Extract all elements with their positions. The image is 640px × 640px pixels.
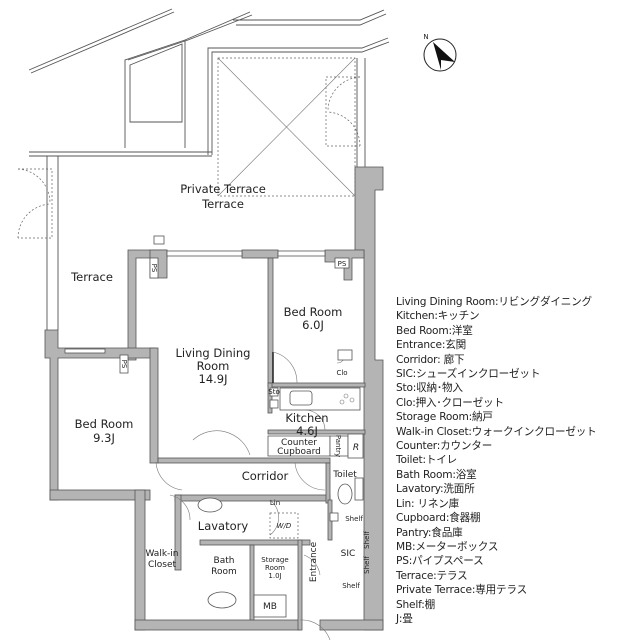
legend-item: Shelf:棚 [396, 598, 436, 611]
fixtures [119, 235, 364, 618]
legend-item: Cupboard:食器棚 [396, 512, 481, 525]
legend-item: Bed Room:洋室 [396, 324, 473, 337]
private-terrace-area [217, 57, 356, 197]
site-boundary-lines [28, 8, 390, 330]
legend-item: Pantry:食品庫 [396, 526, 463, 539]
label-sto: Sto [268, 388, 279, 396]
mb-box [253, 594, 287, 618]
kitchen-size: 4.6J [296, 424, 318, 438]
label-kitchen: Kitchen [285, 411, 328, 425]
walls [44, 166, 384, 631]
toilet-bowl [337, 483, 353, 505]
label-lavatory: Lavatory [198, 519, 249, 533]
legend-item: Toilet:トイレ [396, 454, 458, 467]
label-storage-room: Storage [261, 556, 288, 564]
label-terrace-main: Terrace [201, 197, 244, 211]
legend-item: Entrance:玄関 [396, 339, 467, 352]
label-clo: Clo [336, 369, 347, 377]
label-shelf-1: Shelf [345, 515, 363, 523]
legend-item: Corridor: 廊下 [396, 353, 465, 366]
label-ps-2: PS [150, 264, 158, 273]
legend-item: Kitchen:キッチン [396, 310, 480, 323]
label-pantry: Pantry [334, 435, 342, 457]
label-bed-room-1: Bed Room [284, 305, 343, 319]
label-ps-3: PS [120, 360, 128, 369]
washer-space [269, 512, 299, 539]
label-shelf-3: Shelf [363, 556, 371, 574]
bed-room-1-size: 6.0J [302, 318, 324, 332]
label-bath-room: Bath [214, 556, 235, 566]
label-terrace-left: Terrace [70, 270, 113, 284]
label-sic: SIC [341, 549, 356, 559]
storage-size: 1.0J [268, 572, 281, 580]
label-shelf-4: Shelf [342, 582, 360, 590]
label-living-dining: Living Dining [176, 346, 251, 360]
legend-item: SIC:シューズインクローゼット [396, 368, 541, 381]
legend-item: Sto:収納･物入 [396, 382, 463, 395]
label-wd: W/D [277, 522, 292, 530]
sink [289, 390, 313, 406]
label-cupboard: Cupboard [277, 447, 321, 457]
terrace-gate-left [17, 168, 53, 239]
terrace-gate-right [325, 76, 361, 147]
legend-item: Living Dining Room:リビングダイニング [396, 296, 592, 308]
label-ps-1: PS [338, 260, 347, 268]
label-counter: Counter [281, 438, 317, 448]
bathtub [207, 591, 237, 609]
living-size: 14.9J [199, 372, 228, 386]
legend-item: PS:パイプスペース [396, 555, 484, 568]
bed-room-2-size: 9.3J [93, 431, 115, 445]
legend-item: J:畳 [396, 612, 413, 625]
label-bed-room-2: Bed Room [75, 417, 134, 431]
label-lin: Lin [270, 499, 280, 507]
label-corridor: Corridor [242, 469, 289, 483]
label-entrance: Entrance [309, 541, 319, 582]
legend-item: MB:メーターボックス [396, 540, 499, 553]
legend-item: Counter:カウンター [396, 440, 493, 453]
label-walk-in-closet: Walk-in [145, 549, 178, 559]
svg-text:Room: Room [265, 564, 285, 572]
label-fridge: R [353, 443, 359, 453]
label-toilet: Toilet [332, 470, 357, 480]
legend-item: Terrace:テラス [396, 569, 468, 582]
label-mb: MB [263, 602, 277, 612]
legend-item: Lin: リネン庫 [396, 497, 460, 510]
legend-item: Bath Room:浴室 [396, 468, 477, 481]
wash-basin [197, 497, 223, 513]
compass-icon: N [423, 33, 457, 72]
windows [64, 250, 326, 354]
legend-item: Storage Room:納戸 [396, 411, 493, 424]
legend-item: Lavatory:洗面所 [396, 483, 475, 496]
label-shelf-2: Shelf [363, 531, 371, 549]
svg-text:Room: Room [197, 359, 230, 373]
fridge [347, 433, 364, 459]
legend-item: Private Terrace:専用テラス [396, 584, 527, 597]
svg-text:Closet: Closet [148, 560, 177, 570]
legend-item: Walk-in Closet:ウォークインクローゼット [396, 425, 597, 438]
room-labels: Private Terrace Terrace Terrace Living D… [70, 182, 371, 612]
legend: Living Dining Room:リビングダイニング Kitchen:キッチン… [396, 295, 597, 626]
legend-item: Clo:押入･クローゼット [396, 396, 504, 409]
svg-text:N: N [423, 33, 428, 41]
label-private-terrace: Private Terrace [180, 182, 266, 196]
svg-text:Room: Room [211, 567, 237, 577]
